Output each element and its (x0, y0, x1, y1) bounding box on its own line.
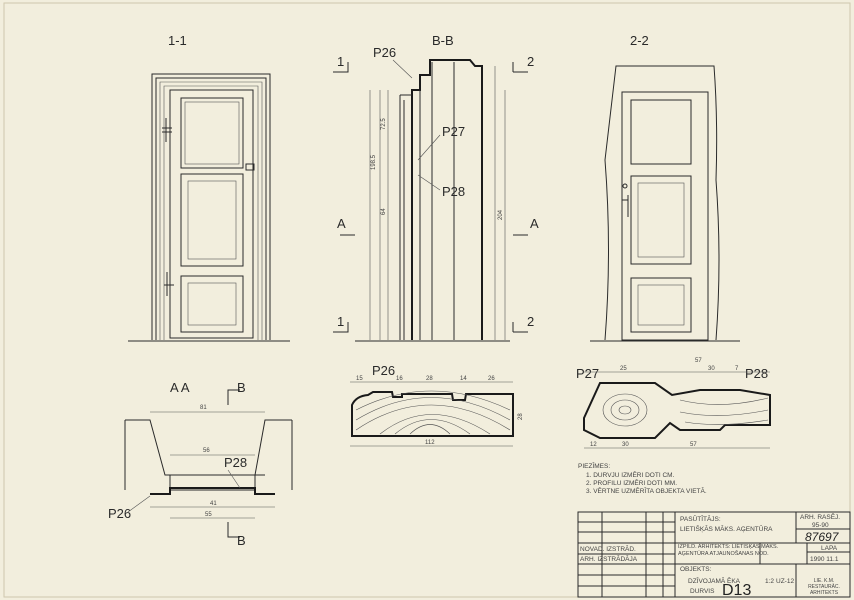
view-title-b-b: B-B (432, 33, 454, 48)
dim-p26-top-3: 28 (426, 376, 433, 382)
note-3: 3. VĒRTNE UZMĒRĪTA OBJEKTA VIETĀ. (586, 487, 707, 495)
notes-title: PIEZĪMES: (578, 462, 610, 470)
profile-p26: P26 15 16 28 14 26 112 28 (350, 363, 524, 447)
dim-p26-top-5: 26 (488, 376, 495, 382)
dim-p27-top-3: 30 (708, 366, 715, 372)
tb-object: DZĪVOJAMĀ ĒKA (688, 577, 741, 585)
dim-aa-mid: 56 (203, 448, 210, 454)
dim-p27-bottom-3: 57 (690, 442, 697, 448)
dim-bb-1: 198.5 (371, 154, 377, 170)
section-a-a: A A B B 81 56 41 55 P28 P26 (108, 380, 293, 548)
section-marker-a-left: A (337, 216, 346, 231)
dim-aa-bottom-2: 55 (205, 512, 212, 518)
sheet-border (3, 2, 851, 598)
profile-label-p28-aa: P28 (224, 455, 247, 470)
profile-title-p28: P28 (745, 366, 768, 381)
note-2: 2. PROFILU IZMĒRI DOTI MM. (586, 479, 677, 487)
section-marker-b-bottom: B (237, 533, 246, 548)
view-title-2-2: 2-2 (630, 33, 649, 48)
dim-bb-4: 64 (381, 208, 387, 215)
profile-label-p27-bb: P27 (442, 124, 465, 139)
section-marker-b-top: B (237, 380, 246, 395)
dim-p27-top-4: 7 (735, 366, 739, 372)
dim-p27-bottom-1: 12 (590, 442, 597, 448)
dim-aa-bottom-1: 41 (210, 501, 217, 507)
tb-scale: 1:2 (765, 578, 774, 585)
tb-signer-2: ARH. IZSTRĀDĀJA (580, 555, 638, 563)
profile-title-p26: P26 (372, 363, 395, 378)
title-block: PASŪTĪTĀJS: LIETIŠĶĀS MĀKS. AĢENTŪRA ARH… (577, 511, 851, 599)
tb-stage: UZ-12 (776, 578, 794, 585)
dim-p27-bottom-2: 30 (622, 442, 629, 448)
section-marker-2-top: 2 (527, 54, 534, 69)
view-title-a-a: A A (170, 380, 190, 395)
profile-title-p27: P27 (576, 366, 599, 381)
dim-p26-top-2: 16 (396, 376, 403, 382)
section-marker-1-top: 1 (337, 54, 344, 69)
tb-drawing-label: DURVIS (690, 588, 715, 595)
dim-p26-top-4: 14 (460, 376, 467, 382)
elevation-2-2: 2-2 (590, 33, 740, 342)
dim-p26-side: 28 (518, 413, 524, 420)
tb-sheet-code: 87697 (805, 530, 840, 544)
dim-p27-top-2: 57 (695, 358, 702, 364)
tb-drawing-code: D13 (722, 582, 751, 599)
profile-label-p26-aa: P26 (108, 506, 131, 521)
profile-label-p26-bb: P26 (373, 45, 396, 60)
section-b-b: B-B 1 1 2 2 A A P26 P27 P28 198.5 204 72… (333, 33, 539, 342)
elevation-1-1: 1-1 (128, 33, 290, 342)
notes: PIEZĪMES: 1. DURVJU IZMĒRI DOTI CM. 2. P… (578, 462, 707, 495)
view-title-1-1: 1-1 (168, 33, 187, 48)
dim-p26-bottom: 112 (425, 440, 435, 446)
tb-sheet: 1990 11.1 (810, 556, 839, 563)
section-marker-1-bottom: 1 (337, 314, 344, 329)
tb-client: LIETIŠĶĀS MĀKS. AĢENTŪRA (680, 524, 773, 533)
dim-bb-3: 72.5 (381, 118, 387, 130)
dim-p27-top-1: 25 (620, 366, 627, 372)
dim-bb-2: 204 (498, 209, 504, 220)
tb-project-no: 95-90 (812, 522, 829, 529)
tb-executor: IZPILD. ARHITEKTS: LIETIŠĶĀS MĀKS. AĢENT… (678, 544, 779, 557)
tb-client-label: PASŪTĪTĀJS: (680, 515, 721, 523)
tb-object-label: OBJEKTS: (680, 566, 712, 573)
profile-p27-p28: P27 P28 25 57 30 7 12 30 57 (576, 358, 771, 449)
tb-org: LIE. K.M. RESTAURĀC. ARHITEKTS (808, 578, 840, 596)
tb-project-no-label: ARH. RASĒJ. (800, 513, 840, 521)
section-marker-2-bottom: 2 (527, 314, 534, 329)
tb-sheet-label: LAPA (821, 545, 838, 552)
dim-p26-top-1: 15 (356, 376, 363, 382)
tb-signer-1: NOVAD. IZSTRĀD. (580, 545, 636, 553)
note-1: 1. DURVJU IZMĒRI DOTI CM. (586, 471, 675, 479)
section-marker-a-right: A (530, 216, 539, 231)
profile-label-p28-bb: P28 (442, 184, 465, 199)
dim-aa-top: 81 (200, 405, 207, 411)
